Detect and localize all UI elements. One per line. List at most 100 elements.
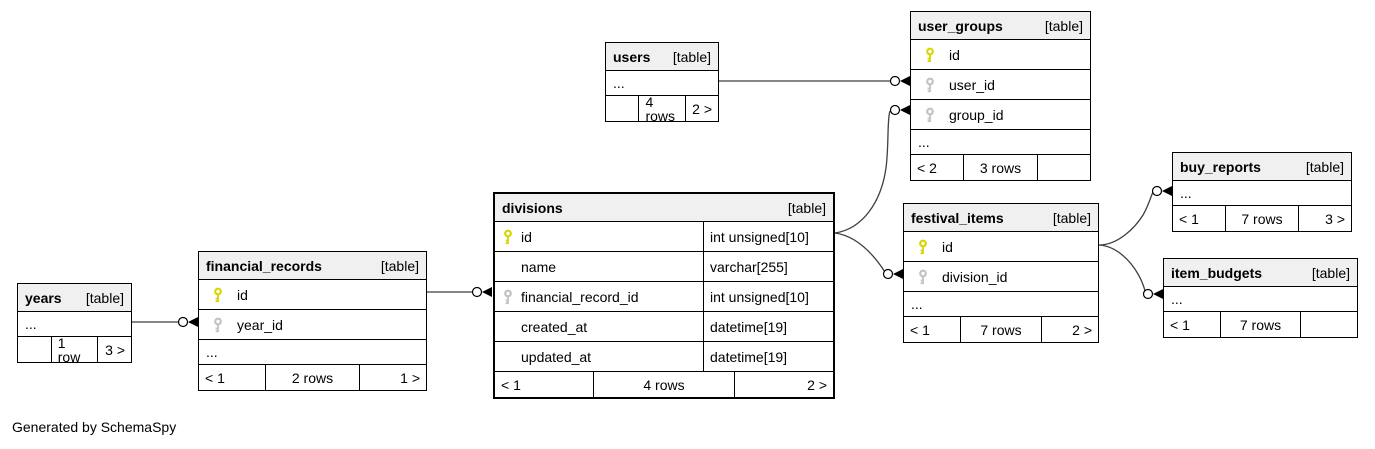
column-label: ... — [911, 296, 923, 312]
column-label: ... — [25, 316, 37, 332]
footer-parents: < 1 — [501, 376, 521, 393]
primary-key-icon — [919, 239, 927, 254]
hidden-columns-row: ... — [911, 129, 1090, 154]
column-label: id — [949, 46, 960, 63]
table-node-users[interactable]: users [table] ... 4 rows 2 > — [605, 42, 719, 123]
table-header: item_budgets [table] — [1164, 259, 1357, 286]
table-name: financial_records — [206, 257, 322, 274]
fk-connector-festival-items-to-item-budgets — [1098, 244, 1163, 300]
table-tag: [table] — [85, 289, 124, 306]
column-label: created_at — [521, 318, 588, 335]
fk-connector-divisions-to-festival-items — [834, 232, 903, 280]
column-type: datetime[19] — [703, 342, 833, 371]
footer-rowcount: 7 rows — [1224, 206, 1300, 231]
table-header: user_groups [table] — [911, 12, 1090, 39]
fk-connector-users-to-user-groups — [719, 75, 910, 87]
column-row: id — [199, 279, 426, 309]
column-label: ... — [1180, 185, 1192, 201]
table-tag: [table] — [1305, 158, 1344, 175]
column-label: id — [942, 238, 953, 255]
column-row: year_id — [199, 309, 426, 339]
table-tag: [table] — [787, 199, 826, 216]
column-row: group_id — [911, 99, 1090, 129]
table-node-buy-reports[interactable]: buy_reports [table] ... < 1 7 rows 3 > — [1172, 152, 1352, 232]
hidden-columns-row: ... — [199, 339, 426, 364]
footer-children: 2 > — [807, 376, 827, 393]
table-footer: 1 row 3 > — [18, 336, 131, 364]
table-header: financial_records [table] — [199, 252, 426, 279]
fk-connector-years-to-financial-records — [132, 316, 198, 328]
column-type: int unsigned[10] — [703, 282, 833, 311]
column-row: user_id — [911, 69, 1090, 99]
fk-connector-festival-items-to-buy-reports — [1098, 185, 1172, 246]
table-node-financial-records[interactable]: financial_records [table] id year_id ...… — [198, 251, 427, 391]
column-row: financial_record_id int unsigned[10] — [495, 281, 833, 311]
table-footer: < 1 7 rows 2 > — [904, 316, 1098, 342]
table-name: users — [613, 48, 651, 65]
column-label: id — [521, 228, 532, 245]
column-label: updated_at — [521, 348, 592, 365]
table-header: divisions [table] — [495, 194, 833, 221]
hidden-columns-row: ... — [1164, 286, 1357, 311]
column-type: varchar[255] — [703, 252, 833, 281]
column-label: ... — [613, 75, 625, 91]
table-header: years [table] — [18, 284, 131, 311]
table-name: buy_reports — [1180, 158, 1261, 175]
column-label: year_id — [237, 316, 283, 333]
fk-connector-divisions-to-user-groups — [834, 104, 910, 234]
footer-parents: < 1 — [1170, 316, 1190, 333]
column-row: name varchar[255] — [495, 251, 833, 281]
footer-parents — [18, 337, 51, 362]
column-type: datetime[19] — [703, 312, 833, 341]
footer-rowcount: 4 rows — [638, 95, 686, 123]
table-name: user_groups — [918, 17, 1003, 34]
table-node-divisions[interactable]: divisions [table] id int unsigned[10] na… — [493, 192, 835, 399]
footer-children: 3 > — [1325, 210, 1345, 227]
table-tag: [table] — [672, 48, 711, 65]
foreign-key-icon — [926, 77, 934, 92]
table-header: buy_reports [table] — [1173, 153, 1351, 180]
footer-parents — [606, 96, 638, 121]
table-footer: < 1 4 rows 2 > — [495, 371, 833, 397]
table-node-festival-items[interactable]: festival_items [table] id division_id ..… — [903, 203, 1099, 343]
column-label: financial_record_id — [521, 288, 639, 305]
column-row: updated_at datetime[19] — [495, 341, 833, 371]
table-footer: < 1 7 rows 3 > — [1173, 205, 1351, 231]
column-label: ... — [918, 134, 930, 150]
table-node-user-groups[interactable]: user_groups [table] id user_id group_id … — [910, 11, 1091, 181]
footer-parents: < 1 — [910, 321, 930, 338]
column-label: ... — [206, 344, 218, 360]
footer-children — [1038, 155, 1090, 180]
footer-rowcount: 1 row — [50, 336, 99, 364]
table-node-years[interactable]: years [table] ... 1 row 3 > — [17, 283, 132, 364]
table-footer: < 1 2 rows 1 > — [199, 364, 426, 390]
footer-rowcount: 2 rows — [264, 365, 361, 390]
column-label: ... — [1171, 291, 1183, 307]
foreign-key-icon — [926, 107, 934, 122]
table-name: divisions — [502, 199, 563, 216]
table-node-item-budgets[interactable]: item_budgets [table] ... < 1 7 rows — [1163, 258, 1358, 338]
foreign-key-icon — [214, 317, 222, 332]
table-name: item_budgets — [1171, 264, 1263, 281]
table-name: years — [25, 289, 62, 306]
column-row: id int unsigned[10] — [495, 221, 833, 251]
footer-children — [1301, 312, 1357, 337]
table-tag: [table] — [380, 257, 419, 274]
hidden-columns-row: ... — [1173, 180, 1351, 205]
table-header: festival_items [table] — [904, 204, 1098, 231]
footer-children: 3 > — [105, 341, 125, 358]
column-row: created_at datetime[19] — [495, 311, 833, 341]
table-tag: [table] — [1311, 264, 1350, 281]
footer-children: 2 > — [692, 100, 712, 117]
column-label: id — [237, 286, 248, 303]
table-footer: 4 rows 2 > — [606, 95, 718, 123]
column-row: division_id — [904, 261, 1098, 291]
table-tag: [table] — [1044, 17, 1083, 34]
column-row: id — [904, 231, 1098, 261]
column-label: division_id — [942, 268, 1008, 285]
footer-parents: < 1 — [1179, 210, 1199, 227]
table-name: festival_items — [911, 209, 1004, 226]
footer-parents: < 2 — [917, 159, 937, 176]
foreign-key-icon — [504, 289, 512, 304]
foreign-key-icon — [919, 269, 927, 284]
